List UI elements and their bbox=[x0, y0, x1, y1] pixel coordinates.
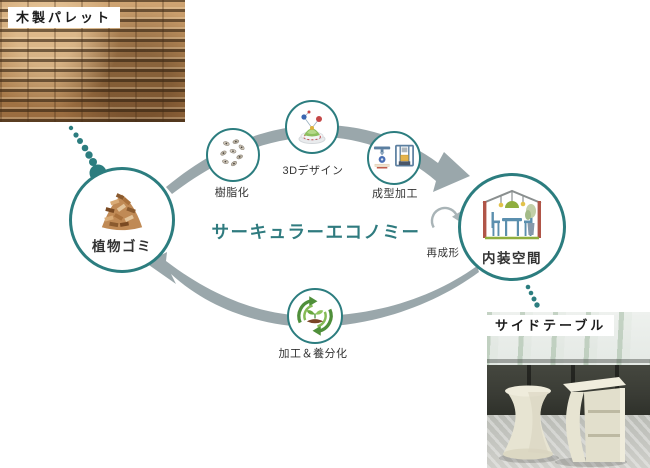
node-molding bbox=[367, 131, 421, 185]
pallet-photo-label: 木製パレット bbox=[8, 7, 121, 28]
diagram-title: サーキュラーエコノミー bbox=[211, 222, 421, 242]
molding-label: 成型加工 bbox=[372, 188, 418, 200]
cream-side-tables bbox=[499, 377, 627, 467]
remold-label: 再成形 bbox=[426, 247, 460, 259]
node-compost bbox=[287, 288, 343, 344]
side-table-photo: サイドテーブル bbox=[487, 312, 650, 468]
node-interior: 内装空間 bbox=[458, 173, 566, 281]
resin-pellets-icon bbox=[220, 139, 245, 167]
interior-label: 内装空間 bbox=[482, 251, 542, 266]
node-plant-waste: 植物ゴミ bbox=[69, 167, 175, 273]
3d-design-label: 3Dデザイン bbox=[282, 165, 344, 177]
compost-recycle-icon bbox=[297, 296, 333, 336]
wood-chips-icon bbox=[101, 193, 143, 231]
plant-waste-label: 植物ゴミ bbox=[92, 239, 152, 254]
side-table-photo-label: サイドテーブル bbox=[487, 315, 615, 336]
3d-hologram-icon bbox=[298, 110, 326, 144]
node-resin bbox=[206, 128, 260, 182]
compost-label: 加工＆養分化 bbox=[278, 348, 348, 360]
resin-label: 樹脂化 bbox=[214, 187, 250, 199]
interior-room-icon bbox=[482, 189, 542, 240]
window-sill bbox=[487, 358, 650, 363]
loop-arrow-icon bbox=[430, 206, 461, 229]
molding-machines-icon bbox=[373, 144, 414, 169]
node-3d-design bbox=[285, 100, 339, 154]
wooden-pallet-photo: 木製パレット bbox=[0, 0, 185, 122]
